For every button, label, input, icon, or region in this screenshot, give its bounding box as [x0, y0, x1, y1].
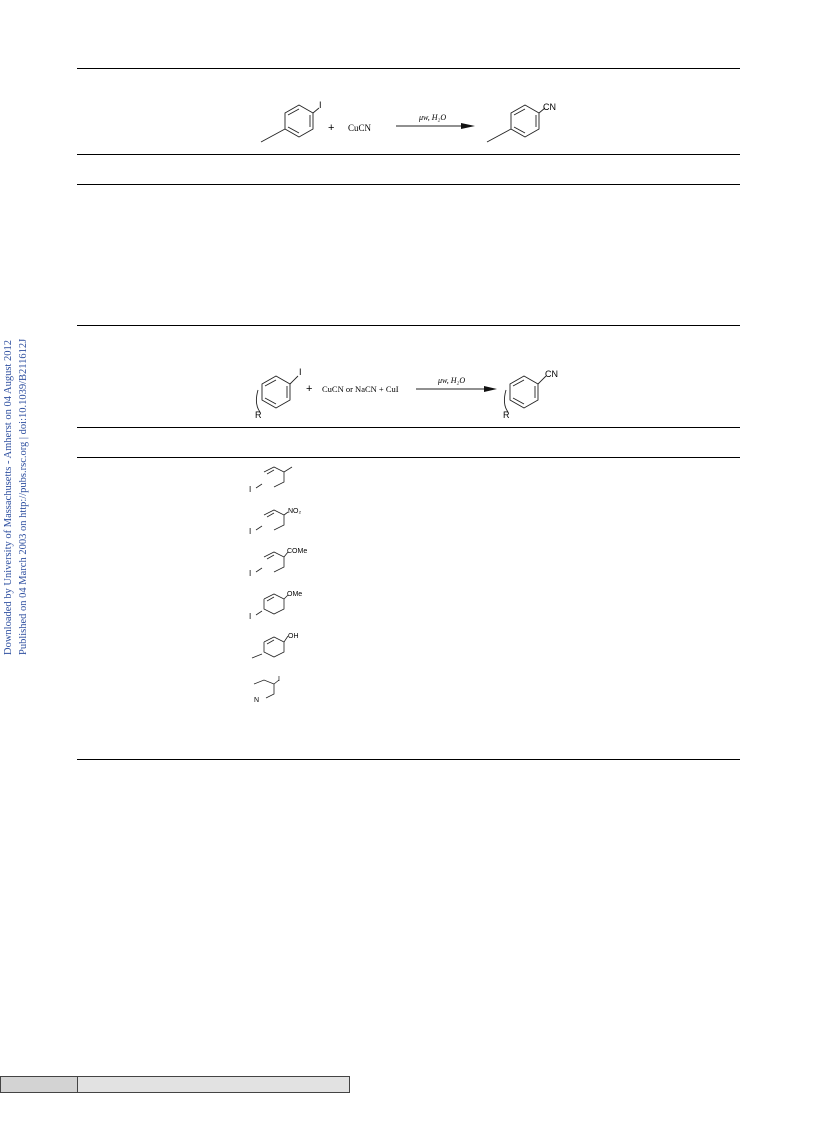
reaction-scheme-2: I R + CuCN or NaCN + CuI μw, H₂O CN R: [252, 364, 572, 422]
table2-header-rule: [77, 427, 740, 428]
footer-bar: [0, 1076, 350, 1093]
product-cn-label: CN: [543, 102, 556, 112]
download-watermark: [4, 655, 40, 985]
nitro-label: NO₂: [288, 508, 302, 515]
product-aryl-ring-icon: [486, 104, 546, 143]
iodo-label: I: [249, 527, 251, 536]
iodo-label: I: [299, 367, 302, 377]
substrate-ring-icon: [255, 551, 289, 573]
r-group-label: R: [255, 410, 262, 420]
substrate-ring-icon: [251, 635, 289, 659]
hydroxy-label: OH: [288, 633, 299, 640]
table2-body-rule: [77, 457, 740, 458]
download-note-line-2: Published on 04 March 2003 on http://pub…: [18, 338, 29, 655]
substrate-ring-icon: [255, 466, 293, 489]
iodo-label: I: [249, 612, 251, 621]
substrate-structure-5: OH: [246, 626, 316, 664]
product-substituted-aryl-ring-icon: [503, 375, 547, 413]
substrate-ring-icon: [255, 509, 289, 531]
table1-body-rule: [77, 184, 740, 185]
acetyl-label: COMe: [287, 548, 307, 555]
reagent-label: CuCN or NaCN + CuI: [322, 384, 399, 394]
reactant-substituted-aryl-ring-icon: [255, 375, 299, 413]
product-r-group-label: R: [503, 410, 510, 420]
table1-header-rule: [77, 154, 740, 155]
substrate-ring-icon: [255, 593, 289, 616]
substrate-structure-4: OMe I: [246, 585, 326, 621]
product-cn-label: CN: [545, 369, 558, 379]
iodo-label: I: [319, 100, 322, 110]
footer-bar-cell: [1, 1077, 78, 1092]
table2-bottom-rule: [77, 759, 740, 760]
substrate-structure-3: COMe I: [246, 543, 326, 579]
iodo-label: I: [278, 676, 280, 683]
iodo-label: I: [249, 569, 251, 578]
iodo-label: I: [249, 485, 251, 494]
methoxy-label: OMe: [287, 591, 302, 598]
plus-sign: +: [328, 122, 334, 134]
reagent-label: CuCN: [348, 123, 372, 133]
download-note-line-1: Downloaded by University of Massachusett…: [3, 340, 14, 655]
reaction-arrow-icon: [396, 123, 475, 129]
table1-top-rule: [77, 68, 740, 69]
nitrogen-label: N: [254, 697, 259, 704]
substrate-structure-1: I: [246, 462, 306, 494]
plus-sign: +: [306, 383, 312, 395]
conditions-label: μw, H₂O: [418, 113, 446, 122]
substrate-structure-2: NO₂ I: [246, 502, 316, 536]
substrate-structure-6: I N: [246, 672, 296, 706]
reactant-aryl-ring-icon: [260, 104, 320, 143]
reaction-arrow-icon: [416, 386, 497, 392]
substrate-pyridine-ring-icon: [253, 679, 280, 699]
table1-bottom-rule: [77, 325, 740, 326]
conditions-label: μw, H₂O: [437, 376, 465, 385]
reaction-scheme-1: I + CuCN μw, H₂O CN: [255, 98, 575, 150]
